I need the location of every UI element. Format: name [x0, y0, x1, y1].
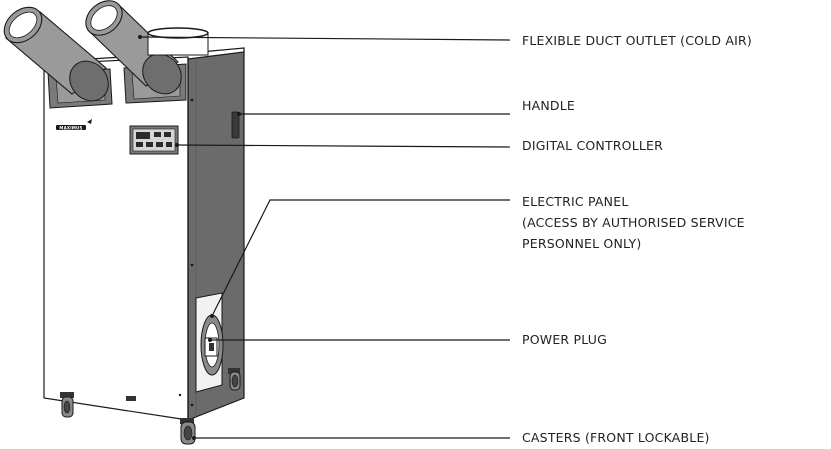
- controller-display: [136, 132, 150, 139]
- brand-logo: MAXIMUS: [56, 119, 92, 130]
- label-line: ELECTRIC PANEL: [522, 194, 629, 209]
- label-line: HANDLE: [522, 98, 575, 113]
- caster-rear-left: [126, 396, 136, 401]
- front-rivet: [178, 393, 182, 397]
- label-line: FLEXIBLE DUCT OUTLET (COLD AIR): [522, 33, 752, 48]
- label-line: CASTERS (FRONT LOCKABLE): [522, 430, 710, 445]
- rear-duct-collar: [147, 27, 209, 56]
- controller-button: [164, 132, 171, 137]
- label-power-plug: POWER PLUG: [522, 331, 607, 349]
- cabinet-front-panel: [43, 56, 189, 421]
- leader-line-flexible-duct-outlet: [139, 36, 511, 41]
- label-casters: CASTERS (FRONT LOCKABLE): [522, 429, 710, 447]
- left-flexible-duct: [3, 6, 109, 102]
- side-rivet: [190, 263, 194, 267]
- flexible-ducts: [3, 0, 209, 102]
- label-flexible-duct-outlet: FLEXIBLE DUCT OUTLET (COLD AIR): [522, 32, 752, 50]
- label-line: DIGITAL CONTROLLER: [522, 138, 664, 153]
- controller-button: [154, 132, 161, 137]
- label-digital-controller: DIGITAL CONTROLLER: [522, 137, 663, 155]
- caster-rear-right: [228, 368, 241, 391]
- label-handle: HANDLE: [522, 97, 575, 115]
- leader-lines: [138, 35, 511, 440]
- controller-button: [166, 142, 172, 147]
- leader-line-electric-panel: [211, 199, 510, 317]
- leader-line-digital-controller: [176, 144, 511, 148]
- controller-button: [146, 142, 153, 147]
- brand-logo-text: MAXIMUS: [59, 125, 82, 130]
- label-line: (ACCESS BY AUTHORISED SERVICE: [522, 215, 745, 230]
- caster-front-left: [60, 392, 74, 418]
- label-line: POWER PLUG: [522, 332, 608, 347]
- caster-front-right: [180, 418, 196, 445]
- digital-controller-panel: [129, 125, 179, 155]
- side-rivet: [190, 98, 194, 102]
- controller-button: [156, 142, 163, 147]
- right-flexible-duct: [85, 0, 182, 95]
- side-handle: [231, 111, 240, 139]
- controller-button: [136, 142, 143, 147]
- electric-panel: [195, 292, 224, 393]
- label-line: PERSONNEL ONLY): [522, 236, 642, 251]
- casters: [60, 368, 241, 445]
- label-electric-panel: ELECTRIC PANEL (ACCESS BY AUTHORISED SER…: [522, 191, 745, 254]
- side-rivet: [190, 403, 194, 407]
